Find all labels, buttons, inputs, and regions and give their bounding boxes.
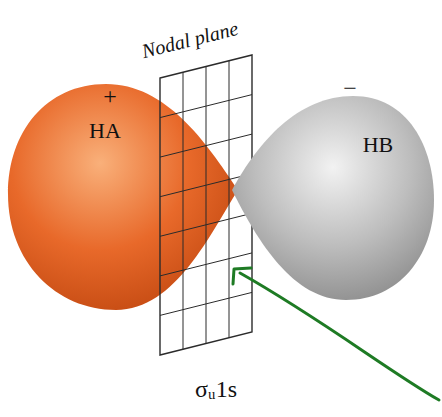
phase-sign: + bbox=[103, 83, 117, 109]
lobe-shape bbox=[8, 84, 238, 310]
atom-label: HA bbox=[89, 118, 121, 143]
atom-label: HB bbox=[363, 132, 394, 157]
lobe-outline bbox=[6, 82, 242, 314]
lobe-shape bbox=[232, 96, 434, 300]
lobe-outline bbox=[228, 92, 438, 304]
orbital-caption: σᵤ1s bbox=[195, 376, 237, 402]
plane-label: Nodal plane bbox=[140, 17, 241, 62]
orbital-lobe: −HB bbox=[228, 92, 438, 304]
orbital-lobe: + HA bbox=[6, 82, 242, 314]
phase-sign: − bbox=[343, 75, 357, 101]
